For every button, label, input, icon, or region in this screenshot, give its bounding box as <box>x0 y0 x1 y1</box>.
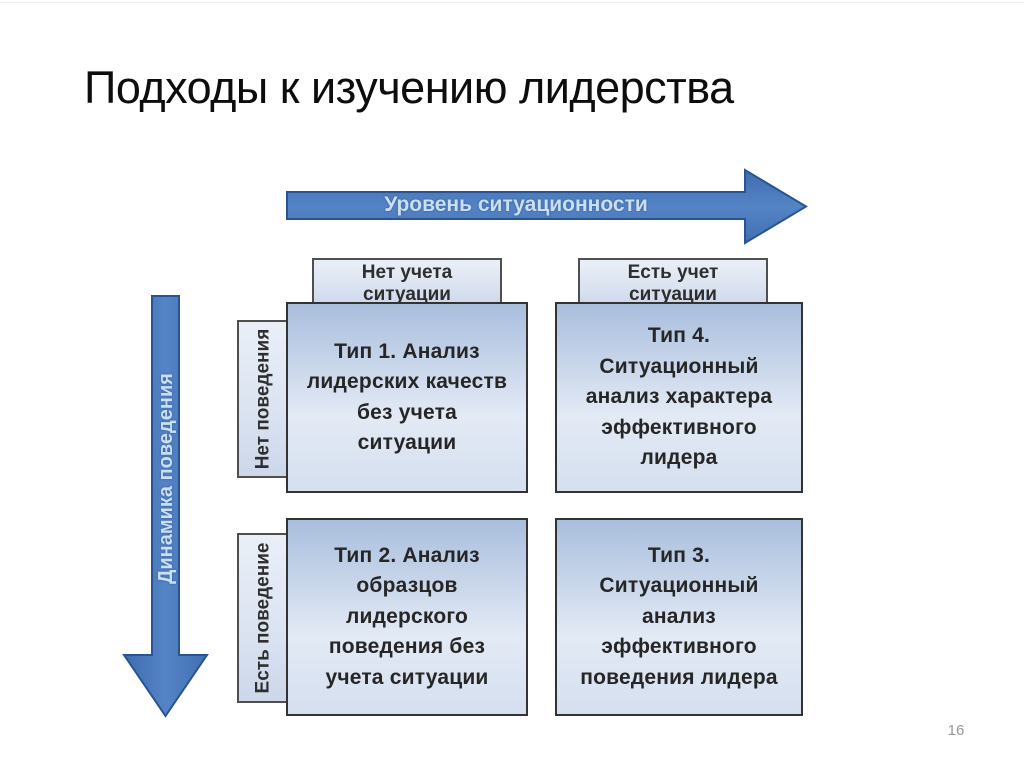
vertical-axis-label: Динамика поведения <box>152 296 180 660</box>
horizontal-axis-arrow <box>286 168 808 245</box>
column-header-with-situation: Есть учет ситуации <box>578 258 768 308</box>
quadrant-type-1: Тип 1. Анализ лидерских качеств без учет… <box>286 302 528 493</box>
slide-title: Подходы к изучению лидерства <box>84 62 734 113</box>
row-label-with-behavior-text: Есть поведение <box>252 542 273 694</box>
quadrant-type-3-text: Тип 3. Ситуационный анализ эффективного … <box>580 543 778 689</box>
row-label-no-behavior-text: Нет поведения <box>252 328 274 470</box>
quadrant-type-3: Тип 3. Ситуационный анализ эффективного … <box>555 518 803 716</box>
quadrant-type-1-text: Тип 1. Анализ лидерских качеств без учет… <box>306 339 508 454</box>
quadrant-type-2-text: Тип 2. Анализ образцов лидерского поведе… <box>325 543 489 689</box>
quadrant-type-2: Тип 2. Анализ образцов лидерского поведе… <box>286 518 528 716</box>
quadrant-type-4: Тип 4. Ситуационный анализ характера эфф… <box>555 302 803 493</box>
column-header-no-situation: Нет учета ситуации <box>312 258 502 308</box>
quadrant-type-4-text: Тип 4. Ситуационный анализ характера эфф… <box>585 324 773 470</box>
row-label-no-behavior: Нет поведения <box>237 320 289 478</box>
vertical-axis-arrow <box>122 295 209 718</box>
vertical-axis-label-text: Динамика поведения <box>154 372 177 584</box>
horizontal-axis-label: Уровень ситуационности <box>384 193 648 216</box>
page-number: 16 <box>947 722 965 739</box>
slide-top-edge-line <box>0 2 1024 3</box>
row-label-with-behavior: Есть поведение <box>237 533 289 703</box>
